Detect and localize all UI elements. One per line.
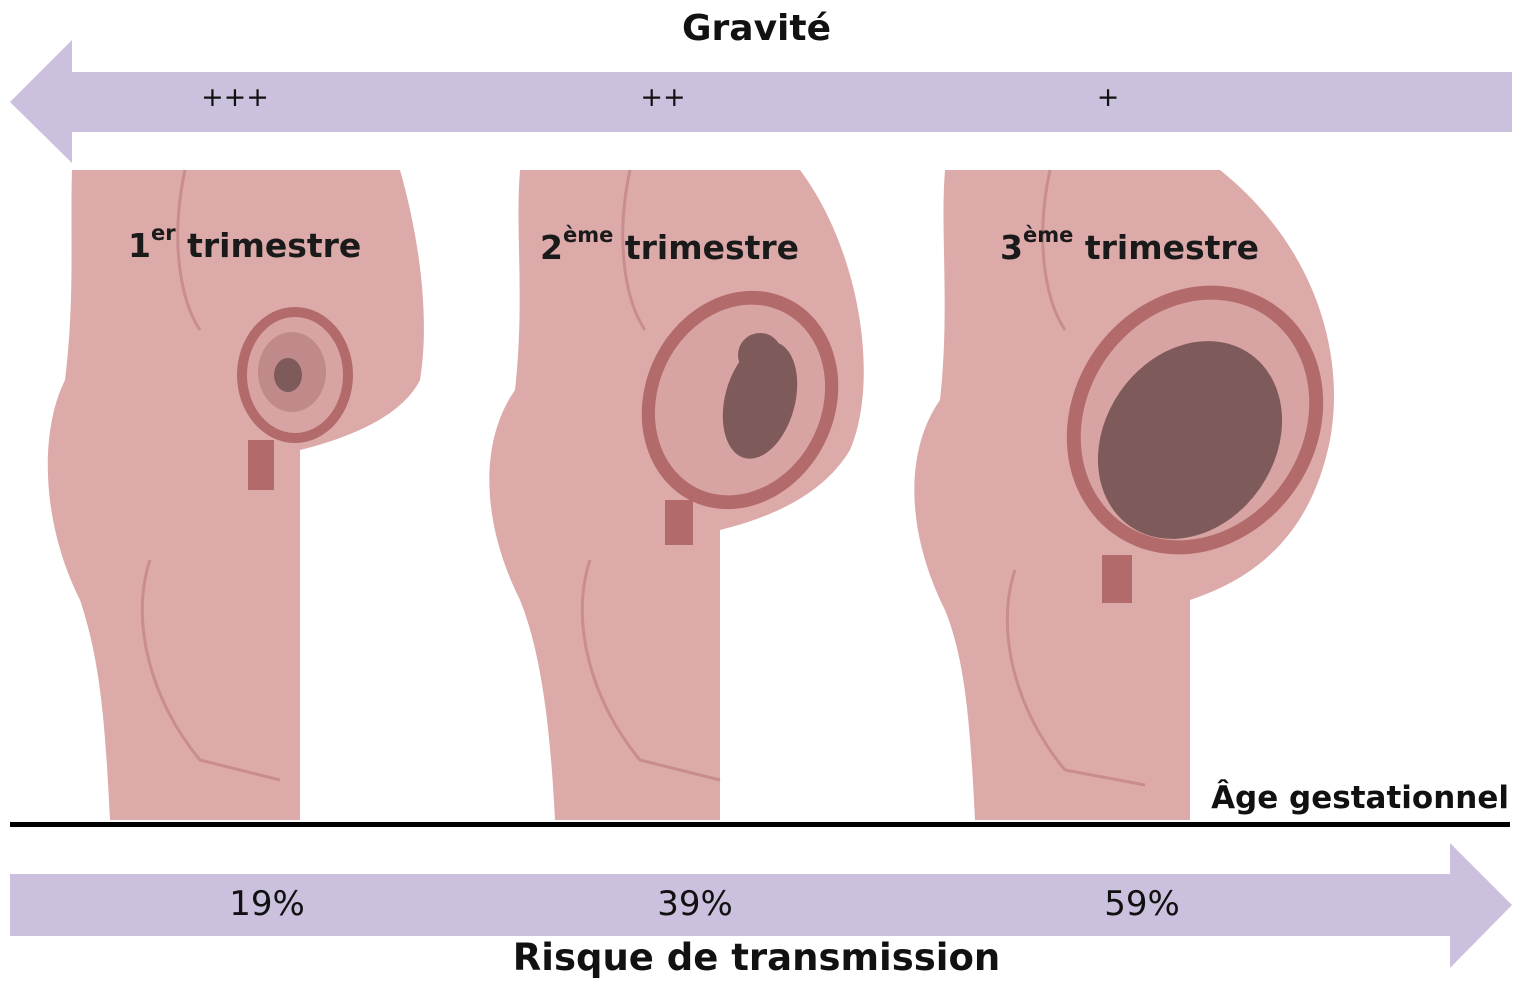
risk-value-1: 19% bbox=[187, 884, 347, 924]
severity-title: Gravité bbox=[0, 8, 1513, 49]
transmission-title: Risque de transmission bbox=[0, 936, 1513, 979]
pregnancy-figure-2 bbox=[489, 170, 873, 820]
trimester-label-1: 1er trimestre bbox=[128, 226, 361, 265]
gestational-age-axis bbox=[10, 822, 1510, 827]
risk-value-3: 59% bbox=[1062, 884, 1222, 924]
risk-value-2: 39% bbox=[615, 884, 775, 924]
pregnancy-figure-1 bbox=[48, 170, 424, 820]
trimester-label-3: 3ème trimestre bbox=[1000, 228, 1259, 267]
trimester-label-2: 2ème trimestre bbox=[540, 228, 799, 267]
severity-level-1: +++ bbox=[175, 82, 295, 113]
gestational-age-label: Âge gestationnel bbox=[1211, 780, 1509, 816]
severity-level-2: ++ bbox=[603, 82, 723, 113]
pregnancy-figure-3 bbox=[914, 170, 1375, 820]
severity-level-3: + bbox=[1048, 82, 1168, 113]
